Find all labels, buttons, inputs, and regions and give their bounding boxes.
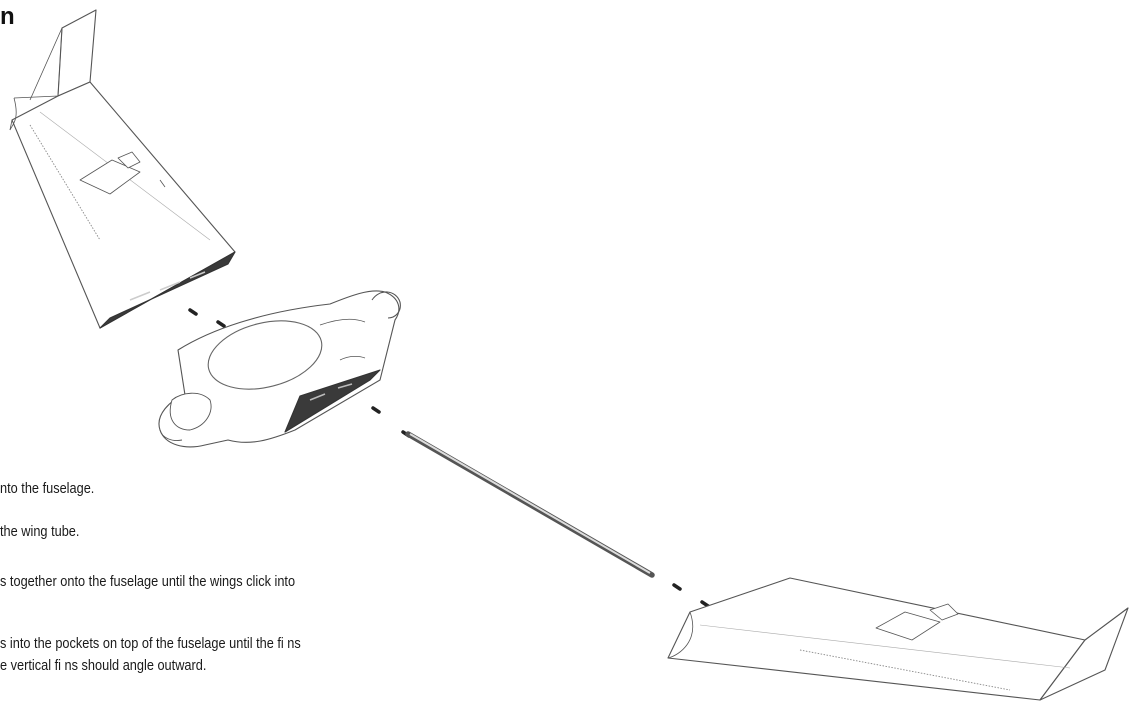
instruction-step-1-text: nto the fuselage. — [0, 481, 95, 497]
right-wing — [667, 577, 1129, 701]
wing-tube — [405, 431, 655, 578]
assembly-dashes-center — [371, 406, 411, 438]
instruction-step-4-line-1: s into the pockets on top of the fuselag… — [0, 636, 301, 652]
section-heading: n — [0, 3, 15, 30]
instruction-step-4: s into the pockets on top of the fuselag… — [0, 633, 301, 677]
instruction-step-3-text: s together onto the fuselage until the w… — [0, 574, 296, 590]
instruction-step-2-text: the wing tube. — [0, 524, 80, 540]
assembly-dashes-right — [672, 583, 710, 608]
fuselage — [158, 290, 401, 448]
left-wing — [9, 9, 236, 329]
instruction-step-4-line-2: e vertical fi ns should angle outward. — [0, 658, 207, 674]
instruction-step-2: the wing tube. — [0, 521, 79, 543]
instruction-step-3: s together onto the fuselage until the w… — [0, 571, 295, 593]
assembly-dashes-left — [188, 308, 226, 328]
instruction-step-1: nto the fuselage. — [0, 478, 94, 500]
